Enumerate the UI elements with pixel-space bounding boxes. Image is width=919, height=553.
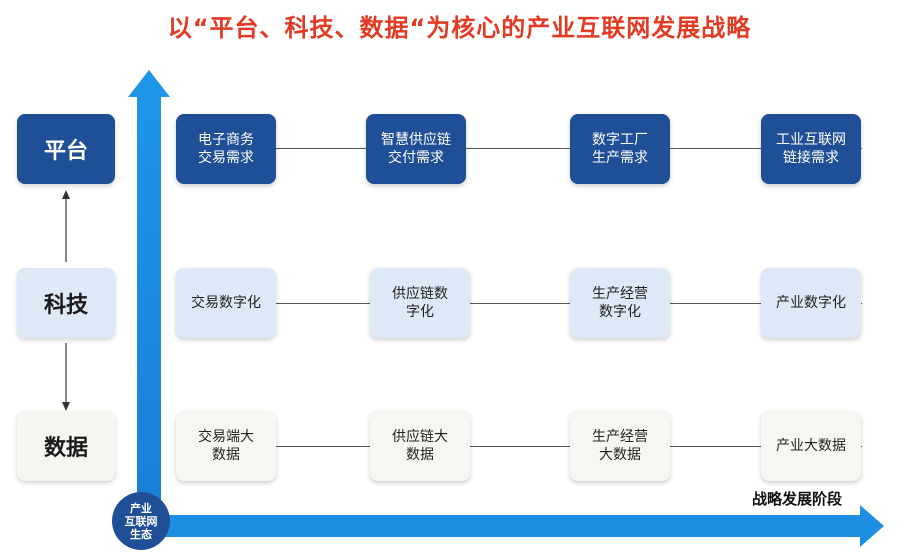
box-data-3: 生产经营大数据 — [570, 411, 670, 481]
connector-row-data — [276, 446, 862, 447]
arrow-down-icon — [62, 402, 70, 411]
box-tech-4: 产业数字化 — [761, 268, 861, 338]
vertical-axis — [137, 95, 161, 515]
box-tech-3: 生产经营数字化 — [570, 268, 670, 338]
row-label-platform: 平台 — [17, 114, 115, 184]
row-label-data: 数据 — [17, 411, 115, 481]
x-axis-label: 战略发展阶段 — [752, 490, 843, 508]
box-data-2: 供应链大数据 — [370, 411, 470, 481]
connector-row-tech — [276, 303, 862, 304]
box-data-4: 产业大数据 — [761, 411, 861, 481]
arrow-up-icon — [62, 190, 70, 199]
box-tech-1: 交易数字化 — [176, 268, 276, 338]
box-platform-2: 智慧供应链交付需求 — [366, 114, 466, 184]
box-platform-4: 工业互联网链接需求 — [761, 114, 861, 184]
box-platform-3: 数字工厂生产需求 — [570, 114, 670, 184]
connector-row-platform — [276, 148, 862, 149]
vertical-axis-arrowhead — [128, 70, 170, 97]
row-label-tech: 科技 — [17, 268, 115, 338]
box-platform-1: 电子商务交易需求 — [176, 114, 276, 184]
horizontal-axis-arrowhead — [860, 505, 884, 547]
box-data-1: 交易端大数据 — [176, 411, 276, 481]
horizontal-axis — [150, 515, 862, 537]
page-title: 以“平台、科技、数据“为核心的产业互联网发展战略 — [167, 14, 752, 42]
box-tech-2: 供应链数字化 — [370, 268, 470, 338]
origin-badge: 产业 互联网 生态 — [112, 492, 170, 550]
